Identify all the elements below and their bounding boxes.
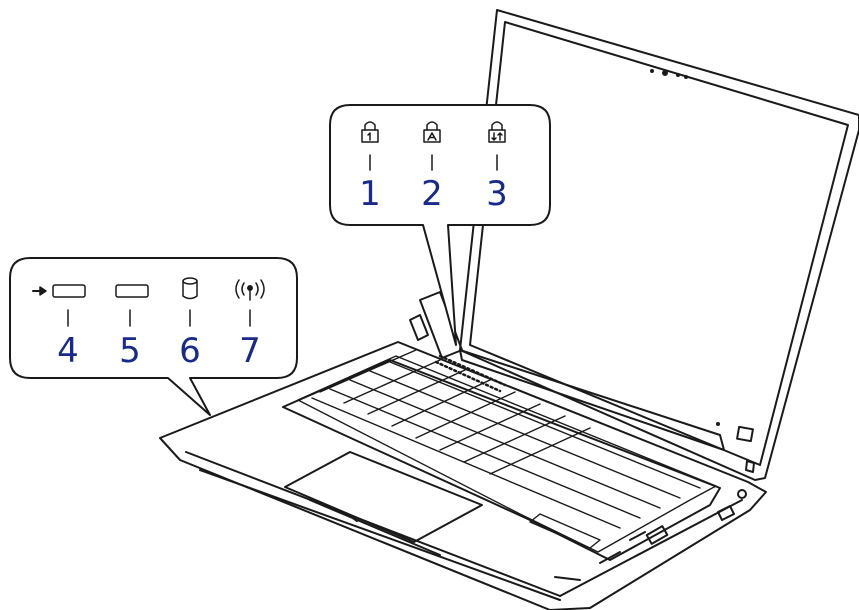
indicator-number-6: 6 xyxy=(179,331,201,371)
laptop-base xyxy=(159,341,767,610)
battery-icon xyxy=(115,284,149,298)
indicator-number-5: 5 xyxy=(119,331,141,371)
laptop-hinge xyxy=(409,291,725,451)
leader-lines-top xyxy=(369,154,498,171)
indicator-led-row xyxy=(434,354,507,393)
wireless-icon xyxy=(235,279,265,301)
num-lock-icon xyxy=(361,121,379,143)
ac-power-icon xyxy=(32,284,86,298)
leader-lines-left xyxy=(67,309,251,327)
touchpad xyxy=(284,451,483,556)
indicator-number-2: 2 xyxy=(421,174,443,214)
caps-lock-icon xyxy=(423,121,441,143)
indicator-number-1: 1 xyxy=(359,174,381,214)
scroll-lock-icon xyxy=(488,121,506,143)
indicator-number-4: 4 xyxy=(57,331,79,371)
keyboard xyxy=(297,349,717,553)
indicator-number-7: 7 xyxy=(239,331,261,371)
indicator-number-3: 3 xyxy=(486,174,508,214)
disk-access-icon xyxy=(182,277,198,300)
callout-top xyxy=(329,104,551,346)
